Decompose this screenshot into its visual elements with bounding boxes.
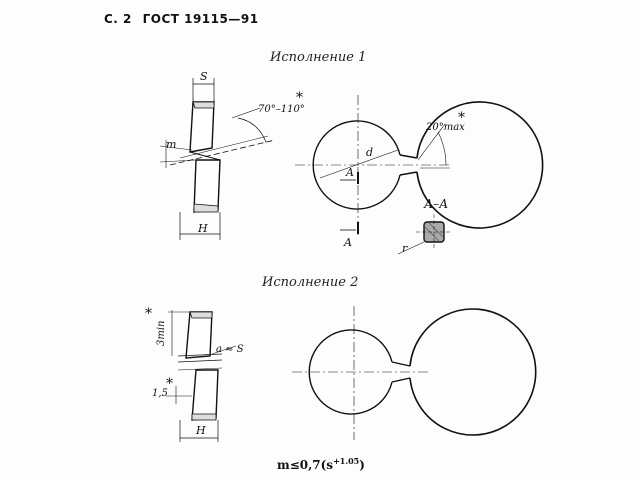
label-3min: 3min [156,321,167,346]
asterisk-4: * [166,376,173,392]
variant1-top-view [295,95,544,235]
label-a-top: A [345,166,354,179]
variant2-top-view [292,306,537,440]
section-title: А–А [423,197,448,211]
formula-close: ) [359,458,365,472]
variant1-caption: Исполнение 1 [270,50,367,65]
label-angle: 70°–110° [258,104,305,115]
label-a-approx-s: a ≈ S [216,344,244,355]
label-d: d [366,146,373,159]
label-h1: H [197,222,208,235]
label-r: r [402,242,408,255]
formula-main: m≤0,7(s [277,458,334,472]
label-m: m [166,138,176,151]
formula: m≤0,7(s+1.05) [277,456,365,472]
asterisk-2: * [458,110,465,126]
label-angle-max: 20°max [425,122,465,133]
page-header: С. 2 ГОСТ 19115—91 [104,12,265,26]
label-1-5: 1,5 [152,388,168,399]
variant1-side-view [159,78,276,240]
section-a-a [397,214,452,255]
label-s: S [200,70,208,83]
page-number: С. 2 [104,12,132,26]
label-a-bottom: A [343,236,352,249]
asterisk-3: * [145,306,152,322]
variant2-side-view [166,310,237,442]
formula-exponent: +1.05 [333,456,360,466]
variant2-caption: Исполнение 2 [262,275,359,290]
asterisk-1: * [296,90,303,106]
standard-number: ГОСТ 19115—91 [142,12,259,26]
label-h2: H [195,424,206,437]
